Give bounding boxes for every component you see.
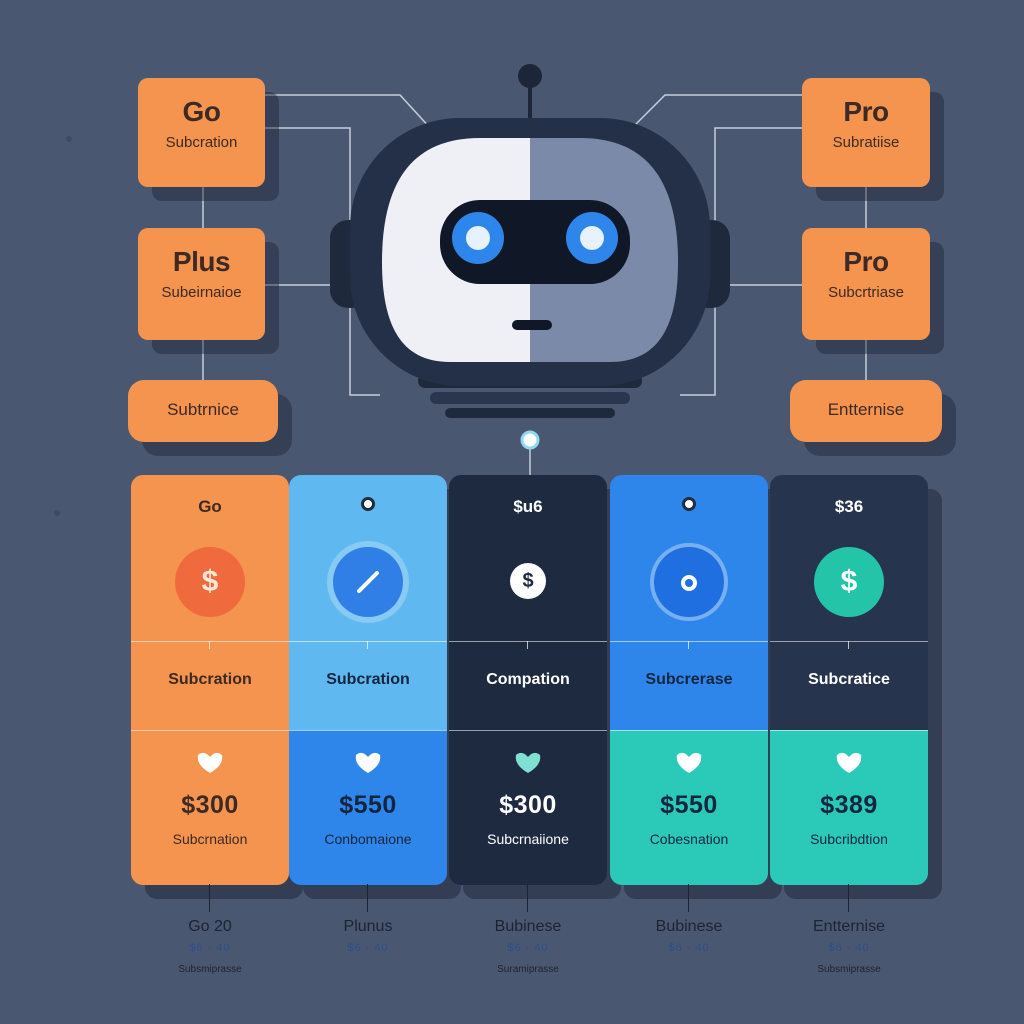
card-tick bbox=[527, 641, 528, 649]
card-price-sub: Subcribdtion bbox=[810, 831, 888, 847]
box-subtitle: Entternise bbox=[827, 400, 905, 419]
card-divider bbox=[449, 730, 607, 731]
box-subtitle: Subcration bbox=[165, 134, 238, 151]
caption-business: Bubinese $6 · 40 Suramiprasse bbox=[449, 884, 607, 975]
card-divider bbox=[770, 641, 928, 642]
card-header: Go bbox=[198, 497, 222, 516]
card-divider bbox=[131, 730, 289, 731]
card-price-sub: Conbomaione bbox=[324, 831, 412, 847]
slash-icon bbox=[333, 547, 403, 617]
card-bottom bbox=[289, 730, 447, 885]
card-divider bbox=[131, 641, 289, 642]
card-price: $550 bbox=[339, 791, 397, 819]
heart-icon bbox=[836, 752, 862, 773]
caption-name: Bubinese bbox=[655, 918, 723, 935]
caption-stem bbox=[848, 884, 849, 912]
caption-stem bbox=[527, 884, 528, 912]
drop-coin-icon bbox=[654, 547, 724, 617]
card-bottom bbox=[770, 730, 928, 885]
card-tick bbox=[209, 641, 210, 649]
dollar-coin-icon: $ bbox=[814, 547, 884, 617]
card-bottom bbox=[449, 730, 607, 885]
card-feature: Subcrerase bbox=[645, 671, 733, 688]
box-title: Pro bbox=[843, 246, 889, 277]
caption-meta: $6 · 40 bbox=[347, 942, 389, 954]
plan-card-business-2[interactable]: Subcrerase $550 Cobesnation bbox=[610, 475, 768, 885]
card-price-sub: Subcrnation bbox=[172, 831, 248, 847]
caption-stem bbox=[367, 884, 368, 912]
box-title: Pro bbox=[843, 96, 889, 127]
card-price-sub: Cobesnation bbox=[649, 831, 729, 847]
subscription-box-go[interactable]: Go Subcration bbox=[138, 78, 265, 187]
card-feature: Compation bbox=[486, 671, 570, 688]
card-price: $300 bbox=[499, 791, 557, 819]
card-header: $u6 bbox=[513, 497, 543, 516]
plan-card-go[interactable]: Go $ Subcration $300 Subcrnation bbox=[131, 475, 289, 885]
card-divider bbox=[770, 730, 928, 731]
caption-name: Bubinese bbox=[494, 918, 562, 935]
background-speck bbox=[54, 510, 60, 516]
box-subtitle: Subratiise bbox=[832, 134, 900, 151]
card-price: $550 bbox=[660, 791, 718, 819]
card-price-sub: Subcrnaiione bbox=[487, 831, 569, 847]
caption-stem bbox=[209, 884, 210, 912]
caption-stem bbox=[688, 884, 689, 912]
caption-sub: Subsmiprasse bbox=[178, 964, 242, 975]
card-header: $36 bbox=[834, 497, 864, 516]
card-price: $300 bbox=[181, 791, 239, 819]
caption-name: Entternise bbox=[812, 918, 886, 935]
caption-enterprise: Entternise $6 · 40 Subsmiprasse bbox=[770, 884, 928, 975]
heart-icon bbox=[676, 752, 702, 773]
caption-sub: Suramiprasse bbox=[497, 964, 559, 975]
caption-name: Go 20 bbox=[188, 918, 232, 935]
box-subtitle: Subeirnaioe bbox=[161, 284, 242, 301]
dollar-coin-icon: $ bbox=[175, 547, 245, 617]
caption-meta: $6 · 40 bbox=[828, 942, 870, 954]
card-feature: Subcration bbox=[168, 671, 252, 688]
plan-card-business[interactable]: $u6 $ Compation $300 Subcrnaiione bbox=[449, 475, 607, 885]
plan-card-plus[interactable]: Subcration $550 Conbomaione bbox=[289, 475, 447, 885]
caption-name: Plunus bbox=[343, 918, 393, 935]
caption-meta: $6 · 40 bbox=[507, 942, 549, 954]
subscription-box-pro[interactable]: Pro Subratiise bbox=[802, 78, 930, 187]
heart-icon bbox=[355, 752, 381, 773]
subscription-pill-left[interactable]: Subtrnice bbox=[128, 380, 278, 442]
dot-icon bbox=[682, 497, 696, 511]
heart-icon bbox=[515, 752, 541, 773]
card-feature: Subcration bbox=[326, 671, 410, 688]
card-price: $389 bbox=[820, 791, 878, 819]
caption-go: Go 20 $6 · 40 Subsmiprasse bbox=[131, 884, 289, 975]
subscription-pill-enterprise[interactable]: Entternise bbox=[790, 380, 942, 442]
card-bottom bbox=[610, 730, 768, 885]
card-divider bbox=[449, 641, 607, 642]
plan-card-enterprise[interactable]: $36 $ Subcratice $389 Subcribdtion bbox=[770, 475, 928, 885]
dollar-coin-icon: $ bbox=[510, 563, 546, 599]
subscription-box-plus[interactable]: Plus Subeirnaioe bbox=[138, 228, 265, 340]
card-top bbox=[449, 475, 607, 730]
subscription-box-pro-2[interactable]: Pro Subcrtriase bbox=[802, 228, 930, 340]
card-divider bbox=[610, 730, 768, 731]
background-speck bbox=[66, 136, 72, 142]
card-bottom bbox=[131, 730, 289, 885]
caption-meta: $6 · 40 bbox=[668, 942, 710, 954]
card-feature: Subcratice bbox=[808, 671, 890, 688]
box-title: Plus bbox=[172, 246, 231, 277]
heart-icon bbox=[197, 752, 223, 773]
card-tick bbox=[367, 641, 368, 649]
caption-sub: Subsmiprasse bbox=[817, 964, 881, 975]
caption-plus: Plunus $6 · 40 bbox=[289, 884, 447, 964]
box-title: Go bbox=[182, 96, 221, 127]
box-subtitle: Subcrtriase bbox=[828, 284, 904, 301]
card-divider bbox=[289, 730, 447, 731]
card-divider bbox=[289, 641, 447, 642]
card-divider bbox=[610, 641, 768, 642]
robot-icon bbox=[330, 64, 730, 418]
box-subtitle: Subtrnice bbox=[167, 400, 239, 419]
card-tick bbox=[848, 641, 849, 649]
caption-meta: $6 · 40 bbox=[189, 942, 231, 954]
dot-icon bbox=[361, 497, 375, 511]
card-tick bbox=[688, 641, 689, 649]
caption-business-2: Bubinese $6 · 40 bbox=[610, 884, 768, 964]
